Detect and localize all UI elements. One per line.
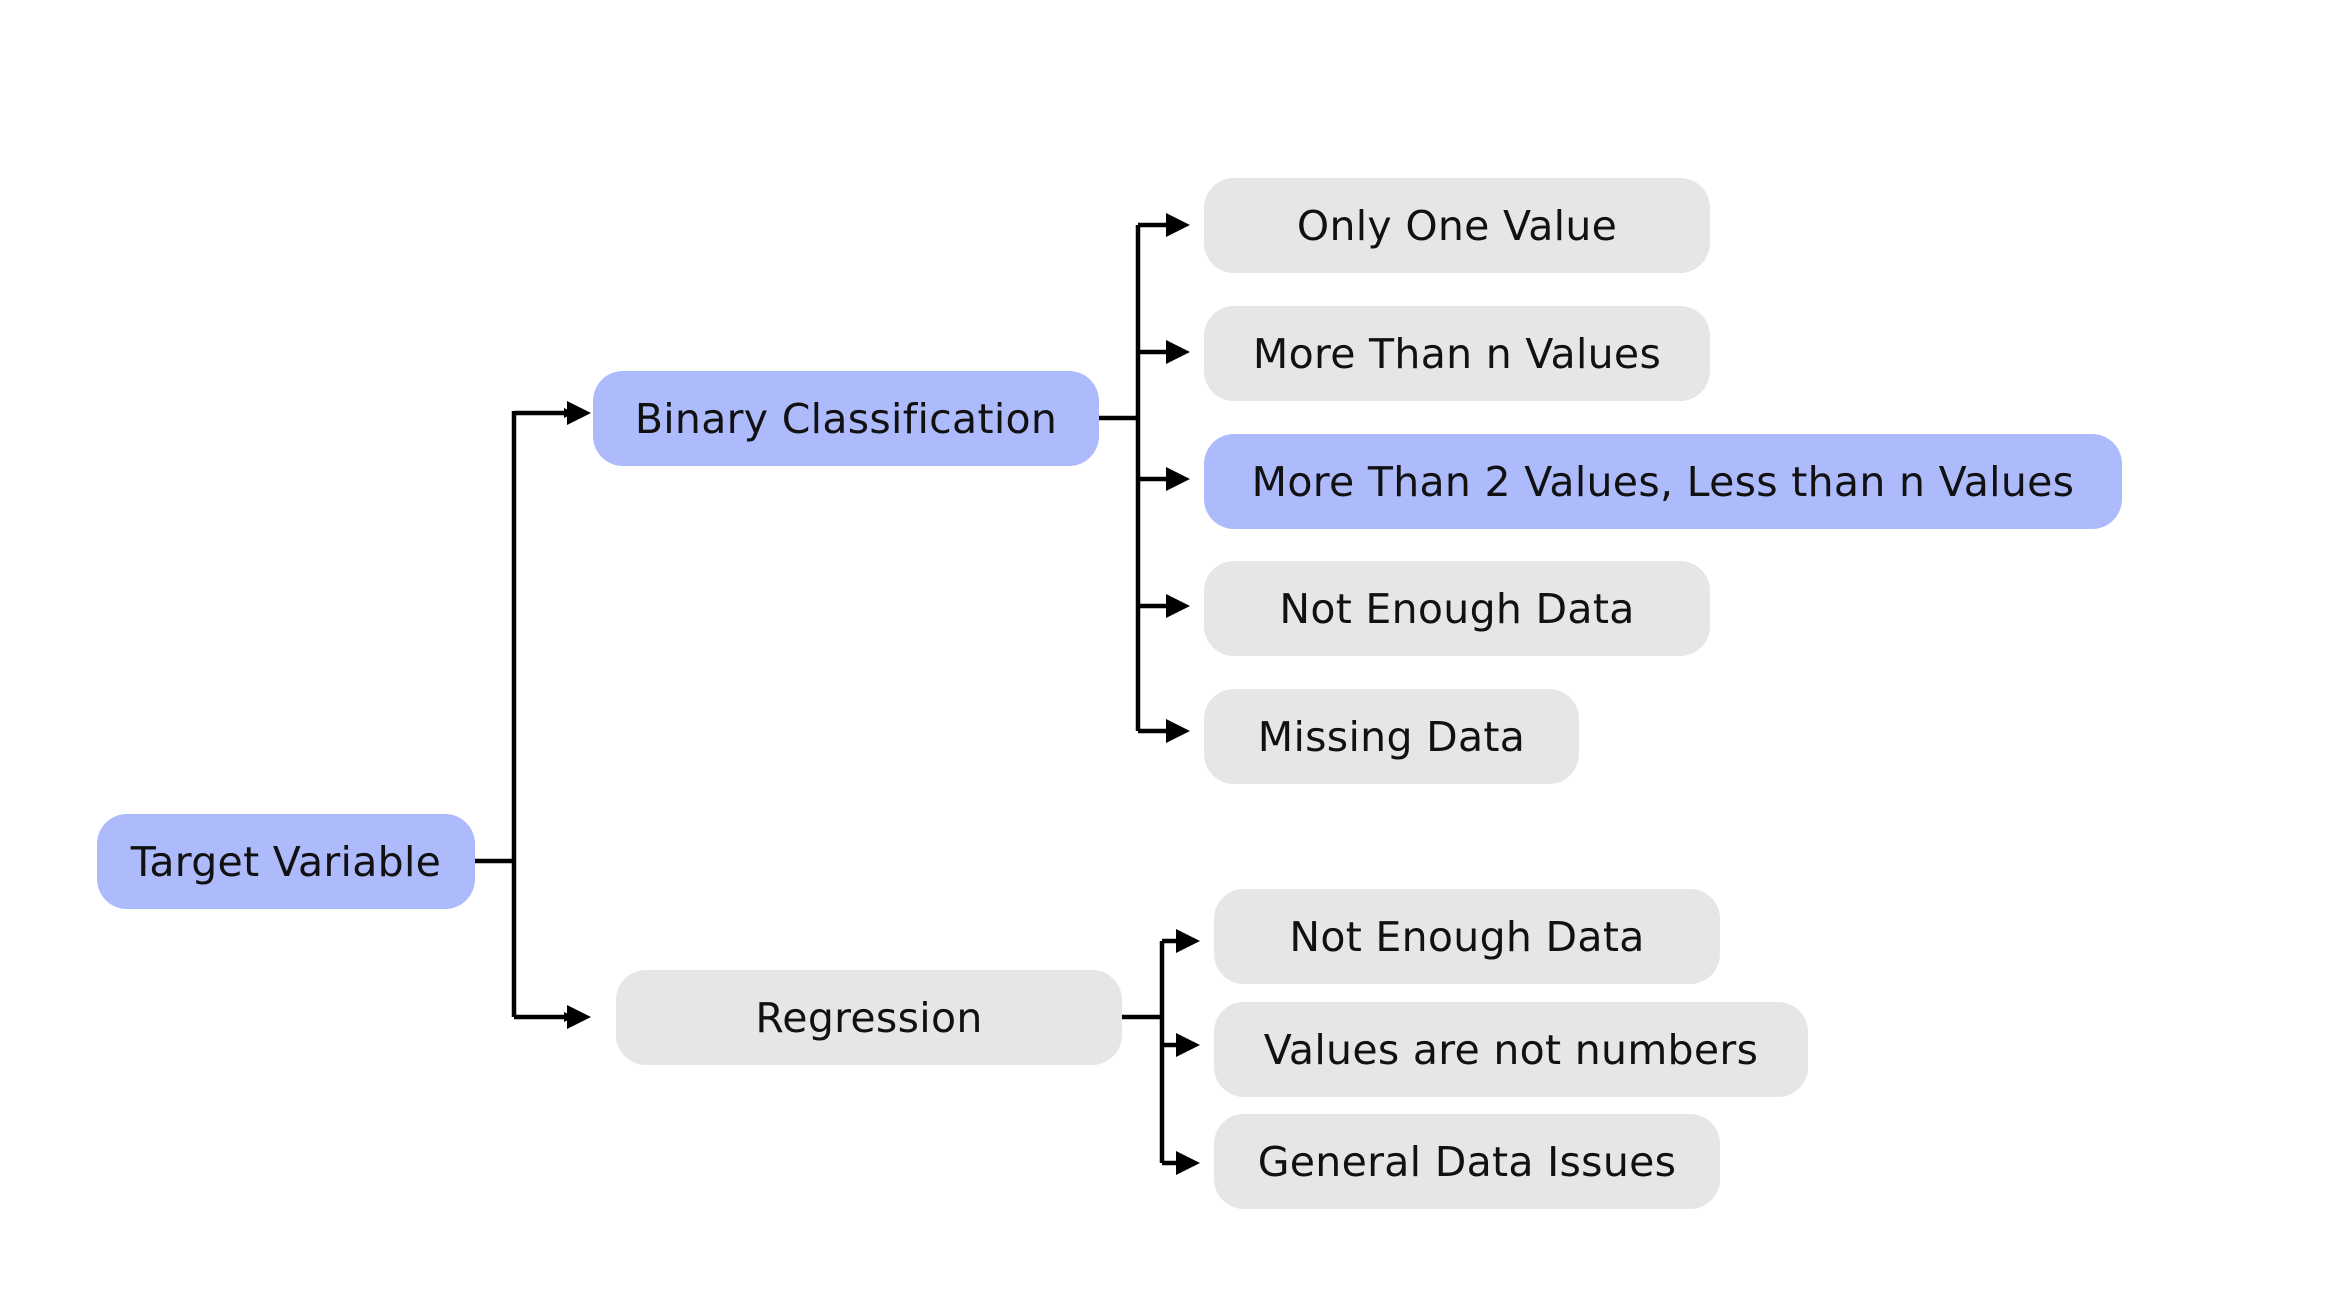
node-not-enough-data-binary: Not Enough Data: [1204, 561, 1710, 656]
node-general-data-issues: General Data Issues: [1214, 1114, 1720, 1209]
node-more-than-2-less-than-n-values: More Than 2 Values, Less than n Values: [1204, 434, 2122, 529]
node-label: Values are not numbers: [1263, 1025, 1759, 1074]
node-regression: Regression: [616, 970, 1122, 1065]
node-label: More Than 2 Values, Less than n Values: [1251, 457, 2075, 506]
node-more-than-n-values: More Than n Values: [1204, 306, 1710, 401]
node-label: Regression: [755, 993, 983, 1042]
node-only-one-value: Only One Value: [1204, 178, 1710, 273]
node-label: Not Enough Data: [1279, 584, 1635, 633]
node-label: Target Variable: [130, 837, 442, 886]
node-target-variable: Target Variable: [97, 814, 475, 909]
root-arrowheads: [567, 401, 591, 1029]
node-label: Only One Value: [1296, 201, 1618, 250]
binary-arrowheads: [1166, 213, 1190, 743]
node-label: Missing Data: [1257, 712, 1526, 761]
node-not-enough-data-regression: Not Enough Data: [1214, 889, 1720, 984]
regression-connector: [1122, 938, 1180, 1166]
node-binary-classification: Binary Classification: [593, 371, 1099, 466]
node-label: Binary Classification: [634, 394, 1058, 443]
node-label: More Than n Values: [1252, 329, 1662, 378]
node-label: General Data Issues: [1257, 1137, 1677, 1186]
node-missing-data: Missing Data: [1204, 689, 1579, 784]
node-values-not-numbers: Values are not numbers: [1214, 1002, 1808, 1097]
regression-arrowheads: [1176, 929, 1200, 1175]
root-connector: [475, 408, 574, 1022]
node-label: Not Enough Data: [1289, 912, 1645, 961]
binary-connector: [1099, 222, 1170, 734]
